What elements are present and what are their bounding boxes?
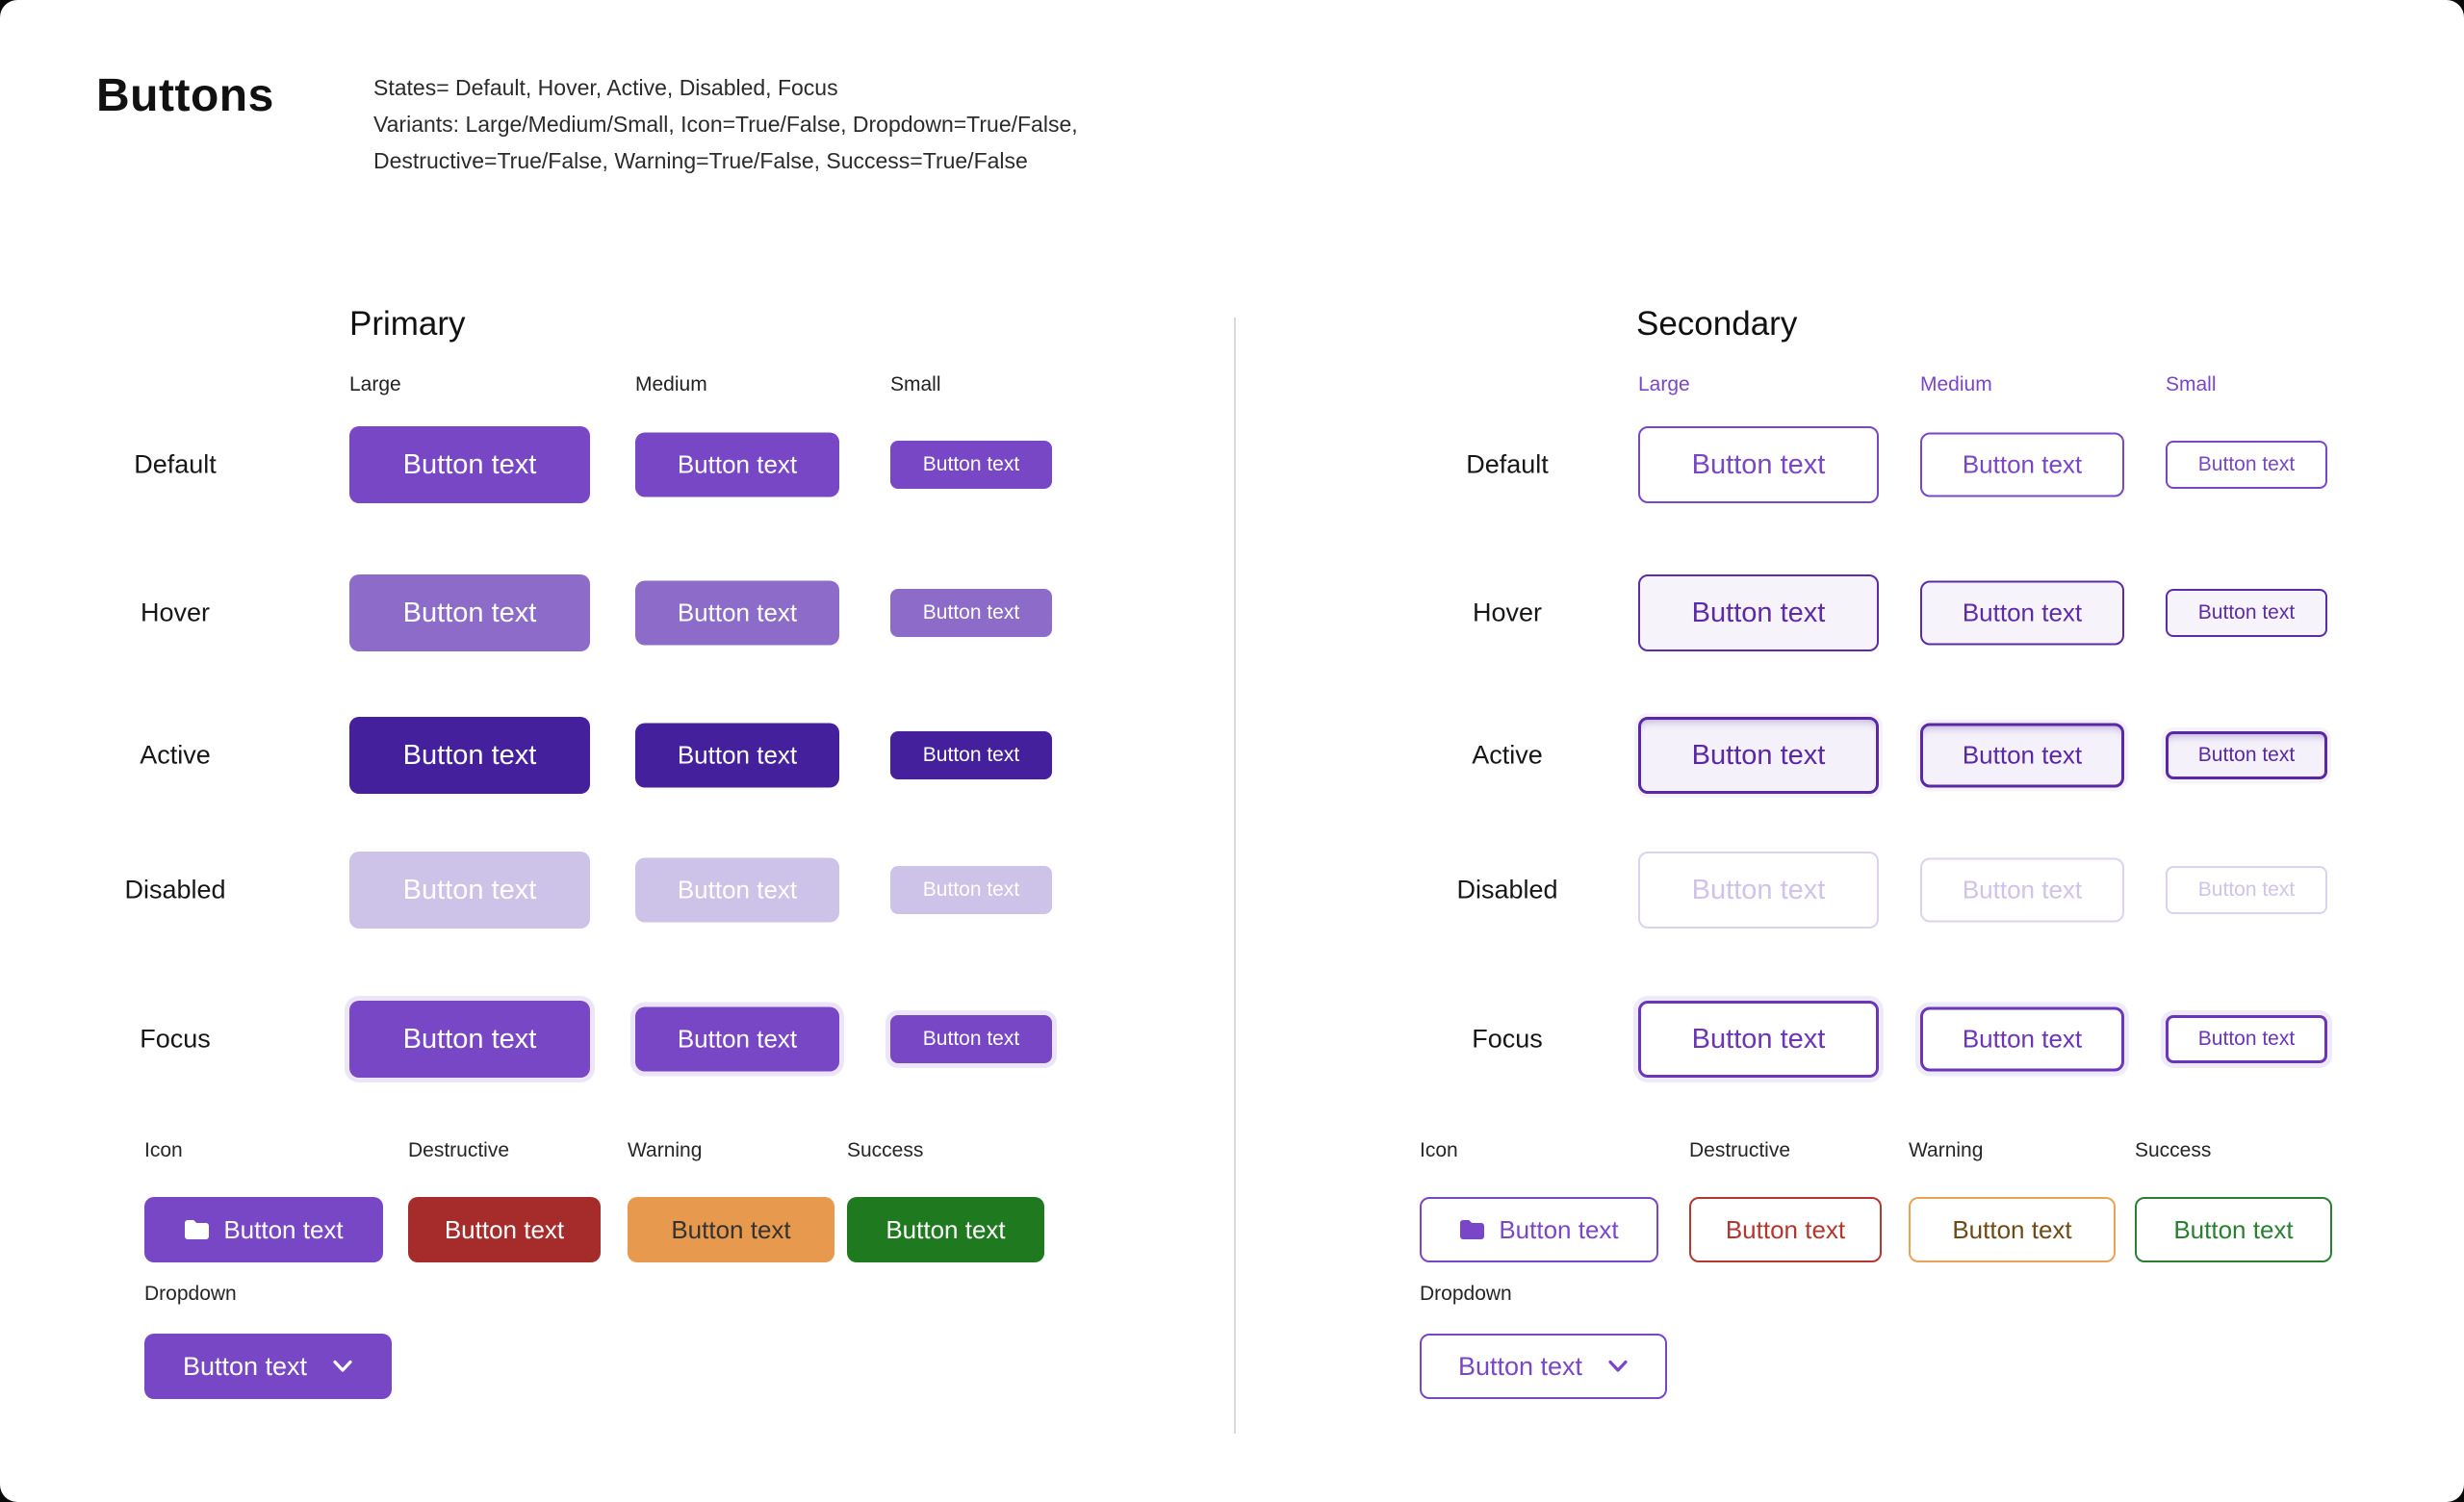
spec-line-states: States= Default, Hover, Active, Disabled… [373,75,838,100]
primary-focus-medium-button[interactable]: Button text [635,1006,839,1072]
primary-destructive-button[interactable]: Button text [408,1197,601,1262]
secondary-section-title: Secondary [1636,305,1798,343]
secondary-state-label-disabled: Disabled [1456,875,1558,904]
primary-active-small-button[interactable]: Button text [890,731,1052,779]
primary-state-label-default: Default [134,449,217,479]
primary-size-label-large: Large [349,373,401,395]
secondary-disabled-medium-button[interactable]: Button text [1920,857,2124,923]
primary-dropdown-button[interactable]: Button text [144,1334,392,1399]
secondary-active-small-button[interactable]: Button text [2166,731,2327,779]
secondary-focus-large-button[interactable]: Button text [1638,1001,1879,1078]
secondary-disabled-small-button[interactable]: Button text [2166,866,2327,914]
primary-variant-label-dropdown: Dropdown [144,1283,237,1305]
section-divider [1234,318,1236,1434]
primary-size-label-medium: Medium [635,373,707,395]
spec-line-variants-2: Destructive=True/False, Warning=True/Fal… [373,148,1028,173]
primary-active-medium-button[interactable]: Button text [635,723,839,788]
primary-active-large-button[interactable]: Button text [349,717,590,794]
primary-disabled-large-button[interactable]: Button text [349,852,590,929]
primary-focus-small-button[interactable]: Button text [890,1015,1052,1063]
secondary-success-button[interactable]: Button text [2135,1197,2332,1262]
secondary-hover-medium-button[interactable]: Button text [1920,580,2124,646]
folder-icon [184,1219,210,1240]
secondary-variant-label-destructive: Destructive [1689,1139,1791,1161]
page-title: Buttons [96,70,274,121]
primary-icon-button[interactable]: Button text [144,1197,383,1262]
secondary-warning-button[interactable]: Button text [1909,1197,2116,1262]
secondary-destructive-button[interactable]: Button text [1689,1197,1882,1262]
primary-variant-label-warning: Warning [628,1139,703,1161]
primary-state-label-active: Active [140,740,211,770]
secondary-focus-small-button[interactable]: Button text [2166,1015,2327,1063]
secondary-variant-label-icon: Icon [1420,1139,1458,1161]
secondary-state-label-focus: Focus [1472,1024,1543,1054]
button-label: Button text [223,1214,344,1244]
secondary-icon-button[interactable]: Button text [1420,1197,1658,1262]
button-label: Button text [182,1351,308,1381]
secondary-state-label-active: Active [1472,740,1543,770]
secondary-dropdown-button[interactable]: Button text [1420,1334,1667,1399]
spec-line-variants: Variants: Large/Medium/Small, Icon=True/… [373,112,1078,137]
folder-icon [1459,1219,1485,1240]
secondary-state-label-default: Default [1466,449,1549,479]
secondary-active-large-button[interactable]: Button text [1638,717,1879,794]
primary-default-large-button[interactable]: Button text [349,426,590,503]
chevron-down-icon [1607,1360,1629,1373]
secondary-size-label-small: Small [2166,373,2217,395]
primary-success-button[interactable]: Button text [847,1197,1044,1262]
button-label: Button text [1499,1214,1619,1244]
primary-state-label-focus: Focus [140,1024,211,1054]
primary-size-label-small: Small [890,373,941,395]
primary-default-medium-button[interactable]: Button text [635,432,839,497]
secondary-hover-large-button[interactable]: Button text [1638,574,1879,651]
chevron-down-icon [332,1360,353,1373]
primary-section-title: Primary [349,305,466,343]
secondary-state-label-hover: Hover [1472,598,1543,627]
primary-default-small-button[interactable]: Button text [890,441,1052,489]
primary-variant-label-success: Success [847,1139,924,1161]
primary-focus-large-button[interactable]: Button text [349,1001,590,1078]
primary-hover-large-button[interactable]: Button text [349,574,590,651]
secondary-variant-label-dropdown: Dropdown [1420,1283,1512,1305]
secondary-variant-label-warning: Warning [1909,1139,1984,1161]
primary-disabled-medium-button[interactable]: Button text [635,857,839,923]
primary-state-label-hover: Hover [140,598,211,627]
spec-description: States= Default, Hover, Active, Disabled… [373,69,1078,179]
secondary-focus-medium-button[interactable]: Button text [1920,1006,2124,1072]
button-label: Button text [1457,1351,1583,1381]
secondary-disabled-large-button[interactable]: Button text [1638,852,1879,929]
primary-disabled-small-button[interactable]: Button text [890,866,1052,914]
secondary-size-label-large: Large [1638,373,1690,395]
secondary-size-label-medium: Medium [1920,373,1992,395]
primary-variant-label-destructive: Destructive [408,1139,510,1161]
secondary-default-small-button[interactable]: Button text [2166,441,2327,489]
secondary-default-medium-button[interactable]: Button text [1920,432,2124,497]
secondary-active-medium-button[interactable]: Button text [1920,723,2124,788]
primary-hover-small-button[interactable]: Button text [890,589,1052,637]
primary-warning-button[interactable]: Button text [628,1197,834,1262]
secondary-variant-label-success: Success [2135,1139,2212,1161]
primary-state-label-disabled: Disabled [124,875,226,904]
secondary-default-large-button[interactable]: Button text [1638,426,1879,503]
secondary-hover-small-button[interactable]: Button text [2166,589,2327,637]
primary-hover-medium-button[interactable]: Button text [635,580,839,646]
primary-variant-label-icon: Icon [144,1139,183,1161]
